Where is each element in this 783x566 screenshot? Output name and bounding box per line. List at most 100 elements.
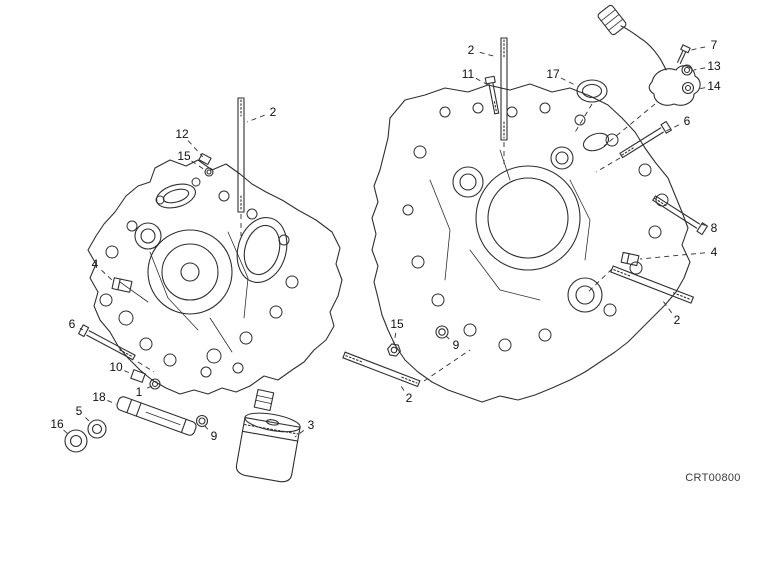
leader-line	[393, 332, 397, 345]
bushing-1	[149, 378, 161, 390]
callout-6: 6	[69, 317, 84, 331]
callout-9: 9	[203, 424, 218, 443]
callout-16: 16	[50, 417, 70, 436]
part-number: 11	[462, 67, 475, 81]
washer-5	[87, 419, 107, 439]
callout-15: 15	[390, 317, 404, 345]
nut-15-mid	[387, 343, 401, 357]
callout-5: 5	[76, 404, 92, 424]
plug-16	[64, 429, 88, 453]
callout-1: 1	[136, 385, 153, 399]
part-number: 4	[711, 245, 718, 259]
leader-line	[101, 269, 114, 282]
leader-line	[639, 252, 706, 260]
callout-2: 2	[246, 105, 277, 123]
bushing-4-left	[111, 277, 133, 293]
part-number: 2	[468, 43, 475, 57]
part-number: 5	[76, 404, 83, 418]
callout-9: 9	[445, 335, 460, 352]
sensor-cable	[620, 25, 667, 71]
part-number: 15	[390, 317, 404, 331]
part-number: 12	[175, 127, 189, 141]
callout-10: 10	[109, 360, 133, 375]
part-number: 6	[69, 317, 76, 331]
stud-2-right-bottom	[610, 265, 694, 304]
leader-line	[294, 430, 305, 438]
bypass-valve-18	[116, 396, 197, 436]
part-number: 2	[406, 391, 413, 405]
stud-2-right-top	[500, 37, 508, 141]
callout-2: 2	[468, 43, 498, 58]
callout-6: 6	[665, 114, 691, 132]
callout-layer: 2 12 15 4 6 10 1 18 5 16 9 3 2 15 9 2 11 17 7 13 14 6 8 4 2	[50, 38, 721, 443]
screw-7	[677, 44, 691, 65]
callout-7: 7	[690, 38, 718, 52]
diagram-code: CRT00800	[685, 472, 740, 484]
o-ring-9-left	[195, 414, 209, 428]
callout-17: 17	[546, 67, 578, 87]
callout-11: 11	[462, 67, 489, 86]
part-number: 16	[50, 417, 64, 431]
part-number: 3	[308, 418, 315, 432]
leader-line	[560, 77, 578, 87]
part-number: 2	[270, 105, 277, 119]
callout-4: 4	[92, 257, 114, 282]
part-number: 9	[453, 338, 460, 352]
callout-8: 8	[700, 221, 718, 235]
part-number: 7	[711, 38, 718, 52]
callout-12: 12	[175, 127, 204, 158]
leader-line	[79, 327, 84, 331]
part-number: 8	[711, 221, 718, 235]
part-number: 18	[92, 390, 106, 404]
assembly-axis-lines	[137, 103, 656, 382]
filter-union	[253, 388, 275, 412]
leader-line	[246, 114, 265, 123]
dowel-pin-12	[198, 153, 212, 165]
sensor-body-14	[648, 65, 701, 106]
leader-line	[147, 385, 153, 389]
leader-line	[107, 399, 117, 405]
bushing-4-right	[620, 251, 640, 267]
part-number: 6	[684, 114, 691, 128]
part-number: 15	[177, 149, 191, 163]
bolt-6-left	[78, 324, 136, 361]
callout-2: 2	[398, 382, 413, 405]
leader-line	[187, 140, 204, 158]
part-number: 10	[109, 360, 123, 374]
leader-line	[479, 51, 498, 58]
leader-line	[203, 424, 209, 430]
leader-line	[693, 67, 706, 71]
callout-13: 13	[693, 59, 721, 73]
stud-2-bottom	[342, 351, 421, 388]
part-number: 2	[674, 313, 681, 327]
callout-2: 2	[662, 300, 681, 327]
oil-filter-3	[235, 412, 301, 483]
leader-line	[690, 46, 706, 51]
sensor-assembly	[597, 4, 701, 106]
callout-18: 18	[92, 390, 117, 405]
o-ring-15-left	[204, 167, 214, 177]
leader-line	[85, 417, 92, 424]
leader-line	[700, 223, 706, 226]
bolt-6-right	[619, 120, 672, 159]
callout-14: 14	[697, 79, 721, 93]
part-number: 1	[136, 385, 143, 399]
leader-line	[665, 124, 680, 132]
washer-13	[681, 64, 693, 76]
callout-3: 3	[294, 418, 315, 438]
leader-line	[63, 429, 70, 436]
part-number: 9	[211, 429, 218, 443]
leader-line	[191, 160, 206, 171]
o-ring-9-mid	[435, 325, 449, 339]
stud-2-left	[237, 97, 245, 213]
part-number: 4	[92, 257, 99, 271]
leader-line	[697, 87, 706, 90]
leader-line	[662, 300, 673, 314]
bolt-8	[652, 195, 708, 236]
part-number: 17	[546, 67, 560, 81]
part-number: 13	[707, 59, 721, 73]
right-crankcase-half	[371, 83, 691, 403]
callout-4: 4	[639, 245, 718, 260]
